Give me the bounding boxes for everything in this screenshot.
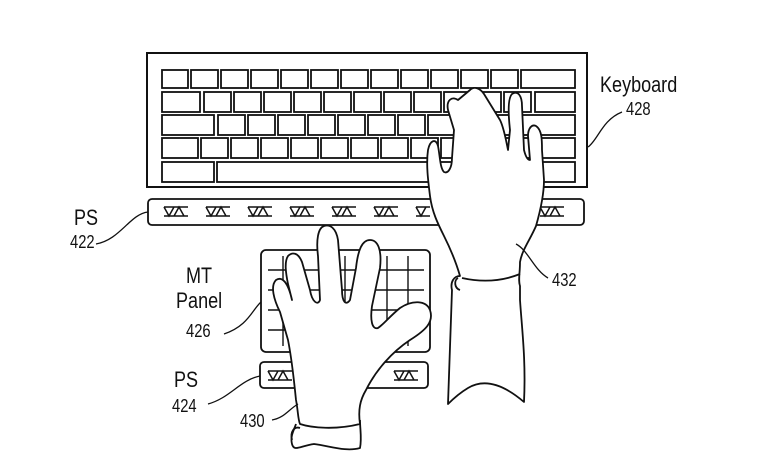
ref-432: 432 (552, 270, 577, 290)
leader-430 (271, 403, 299, 421)
ps-sensor-icons-422 (163, 205, 564, 218)
label-ps-424: PS (174, 367, 199, 392)
right-hand-432 (426, 87, 545, 405)
label-mt: MT (186, 263, 213, 288)
ref-428: 428 (626, 99, 651, 119)
leader-428 (587, 111, 623, 148)
ref-430: 430 (240, 411, 265, 431)
left-hand-430 (272, 224, 432, 451)
ref-422: 422 (70, 232, 95, 252)
label-ps-422: PS (74, 205, 99, 230)
ref-424: 424 (172, 396, 197, 416)
leader-424 (207, 375, 261, 405)
ps-sensor-icons-424 (267, 369, 418, 382)
keyboard-frame (146, 52, 588, 188)
label-panel: Panel (176, 288, 223, 313)
ref-426: 426 (186, 321, 211, 341)
leader-432 (515, 243, 549, 279)
label-keyboard: Keyboard (600, 72, 678, 97)
leader-422 (95, 211, 149, 245)
leader-426 (223, 301, 262, 335)
